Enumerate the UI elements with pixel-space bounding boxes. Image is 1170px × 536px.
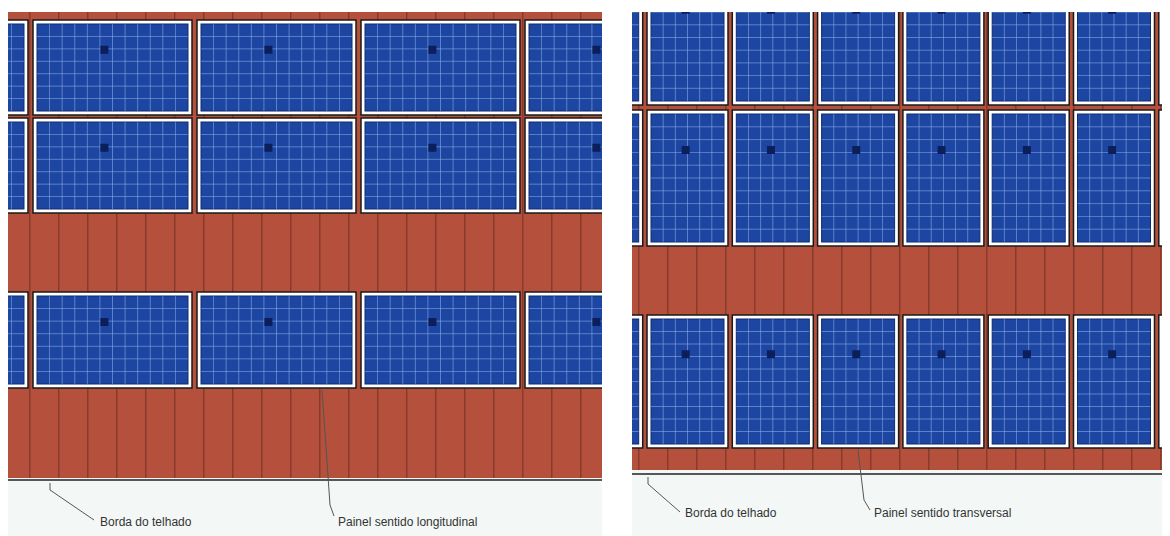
solar-panel	[525, 292, 602, 388]
roof	[8, 12, 602, 478]
solar-panel	[8, 20, 28, 115]
solar-panel	[33, 20, 192, 115]
solar-panel	[1074, 110, 1155, 246]
roof-edge	[632, 473, 1162, 475]
solar-panel	[988, 110, 1069, 246]
leader-lines	[50, 390, 870, 520]
solar-panel	[1159, 110, 1162, 246]
solar-panel	[361, 292, 520, 388]
solar-panel	[33, 118, 192, 213]
solar-panel	[632, 315, 643, 448]
solar-panel	[197, 20, 356, 115]
leader-line	[50, 483, 94, 520]
panel-array	[8, 20, 602, 388]
solar-panel	[361, 118, 520, 213]
solar-panel	[632, 12, 643, 105]
solar-panel	[647, 110, 728, 246]
leader-line	[648, 477, 680, 512]
solar-panel	[647, 315, 728, 448]
roof-edge	[8, 479, 602, 481]
solar-panel	[33, 292, 192, 388]
solar-panel	[632, 110, 643, 246]
solar-panel	[903, 110, 984, 246]
callout-label: Painel sentido longitudinal	[336, 515, 479, 529]
solar-panel	[818, 315, 899, 448]
solar-panel	[197, 118, 356, 213]
solar-panel	[903, 12, 984, 105]
solar-panel	[732, 315, 813, 448]
solar-panel	[1159, 315, 1162, 448]
solar-panel	[525, 20, 602, 115]
solar-panel	[8, 292, 28, 388]
ground	[8, 478, 602, 536]
solar-panel	[1074, 315, 1155, 448]
solar-panel	[197, 292, 356, 388]
solar-panel	[732, 12, 813, 105]
solar-panel	[988, 315, 1069, 448]
solar-panel	[361, 20, 520, 115]
leader-line	[322, 390, 334, 516]
solar-panel	[818, 12, 899, 105]
solar-panel	[903, 315, 984, 448]
solar-panel	[647, 12, 728, 105]
callout-label: Borda do telhado	[98, 515, 193, 529]
solar-panel	[1074, 12, 1155, 105]
callout-label: Borda do telhado	[683, 506, 778, 520]
solar-panel	[818, 110, 899, 246]
solar-panel	[732, 110, 813, 246]
solar-panel	[8, 118, 28, 213]
ground	[632, 470, 1162, 536]
solar-panel	[988, 12, 1069, 105]
solar-panel	[1159, 12, 1162, 105]
callout-label: Painel sentido transversal	[872, 506, 1013, 520]
leader-line	[858, 450, 870, 510]
panel-array	[632, 12, 1162, 448]
solar-panel	[525, 118, 602, 213]
